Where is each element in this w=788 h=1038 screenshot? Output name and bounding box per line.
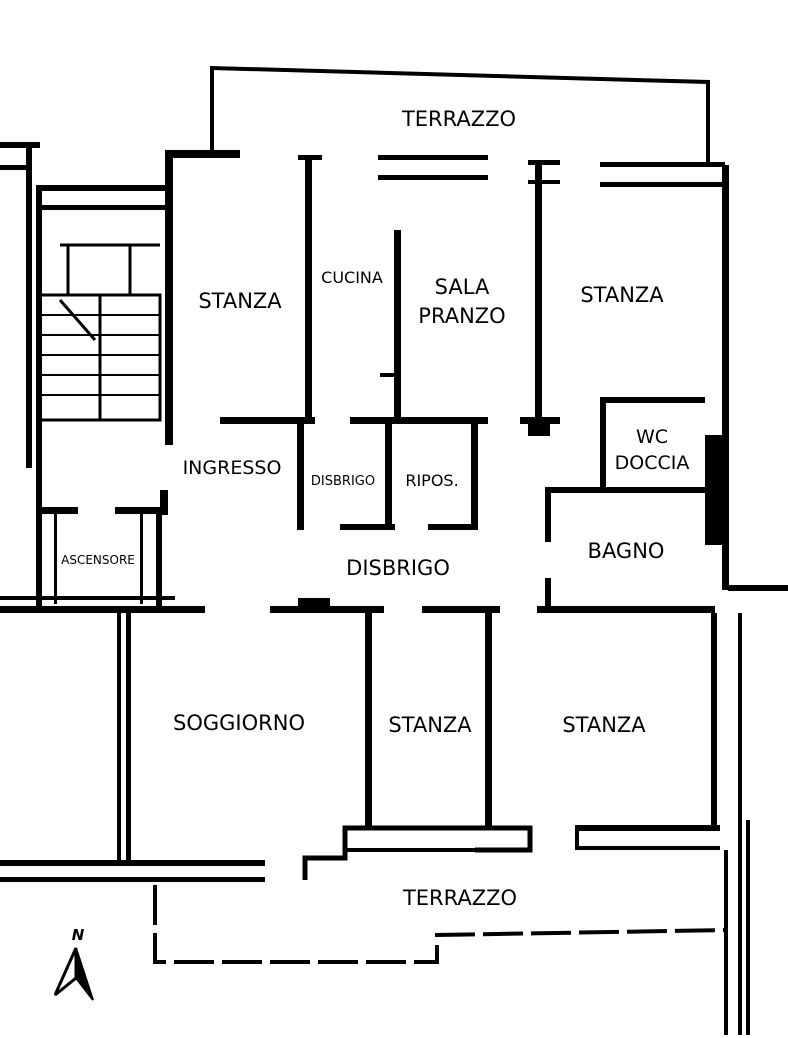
room-wc-line1: WC — [636, 426, 668, 448]
north-arrow: N — [53, 926, 94, 1001]
room-stanza-2: STANZA — [580, 283, 664, 307]
room-stanza-3: STANZA — [388, 713, 472, 737]
room-sala-pranzo-line2: PRANZO — [418, 304, 505, 328]
room-labels: TERRAZZO STANZA CUCINA SALA PRANZO STANZ… — [61, 107, 689, 910]
north-arrow-icon — [53, 947, 78, 997]
room-ascensore: ASCENSORE — [61, 553, 135, 567]
walls — [0, 65, 788, 1035]
room-terrazzo-bottom: TERRAZZO — [402, 886, 517, 910]
room-bagno: BAGNO — [588, 539, 665, 563]
room-wc-line2: DOCCIA — [615, 452, 690, 474]
room-terrazzo-top: TERRAZZO — [401, 107, 516, 131]
room-cucina: CUCINA — [321, 268, 383, 287]
room-sala-pranzo-line1: SALA — [435, 275, 490, 299]
room-stanza-4: STANZA — [562, 713, 646, 737]
north-label: N — [72, 926, 85, 944]
room-soggiorno: SOGGIORNO — [173, 711, 305, 735]
room-ingresso: INGRESSO — [183, 457, 282, 479]
room-ripos: RIPOS. — [405, 471, 458, 490]
room-stanza-1: STANZA — [198, 289, 282, 313]
room-disbrigo: DISBRIGO — [346, 556, 450, 580]
room-disbrigo-small: DISBRIGO — [311, 474, 375, 489]
staircase — [38, 243, 162, 422]
